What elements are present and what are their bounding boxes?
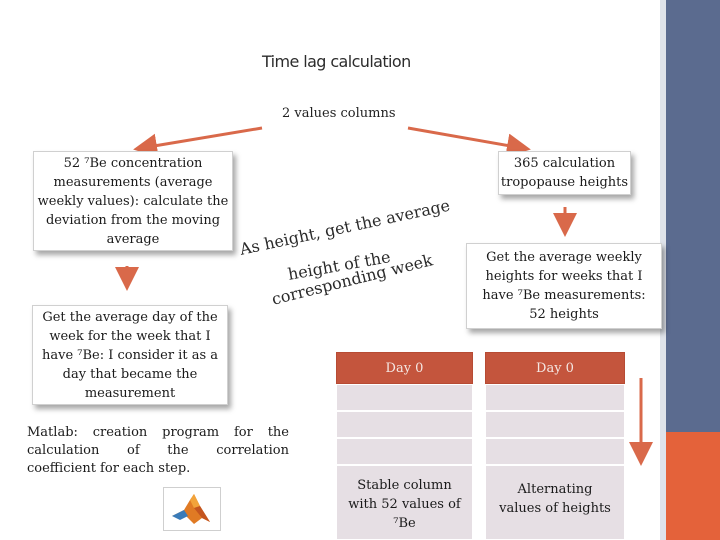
column-left-caption: Stable column with 52 values of ⁷Be	[336, 476, 473, 533]
box-text-line: tropopause heights	[500, 175, 629, 190]
box-text-line: measurements (average	[53, 174, 213, 190]
box-text-line: have ⁷Be measurements:	[482, 288, 646, 303]
caption-line: Alternating	[517, 482, 593, 497]
side-bar-bottom	[666, 432, 720, 540]
box-text-line: week for the week that I	[49, 328, 211, 344]
curved-note: As height, get the average height of the…	[238, 196, 452, 310]
column-right-cell	[485, 411, 625, 438]
box-text-line: Get the average day of the	[42, 309, 218, 325]
column-left-cell	[336, 411, 473, 438]
column-left-cell	[336, 465, 473, 540]
side-bar-top	[666, 0, 720, 432]
be7-measurements-box: 52 ⁷Be concentration measurements (avera…	[33, 151, 233, 251]
box-text-line: average	[106, 231, 160, 247]
page-subtitle: 2 values columns	[282, 106, 396, 121]
note-line: coefficient for each step.	[27, 461, 191, 476]
column-right-caption: Alternating values of heights	[485, 480, 625, 518]
arrow-right-icon	[407, 126, 531, 158]
matlab-note: Matlab: creation program for the calcula…	[27, 424, 289, 478]
box-text-line: heights for weeks that I	[485, 269, 643, 284]
column-left-cell	[336, 438, 473, 465]
column-left-cell	[336, 384, 473, 411]
box-text-line: 52 ⁷Be concentration	[63, 155, 203, 171]
box-text-line: 365 calculation	[513, 156, 616, 171]
box-text-line: deviation from the moving	[45, 212, 221, 228]
caption-line: with 52 values of	[348, 497, 461, 512]
note-line: Matlab: creation program for the	[27, 425, 289, 440]
box-text-line: weekly values): calculate the	[37, 193, 229, 209]
arrow-left-icon	[133, 126, 263, 158]
page-title: Time lag calculation	[262, 52, 411, 71]
matlab-logo-icon	[163, 487, 221, 531]
side-bar-highlight	[660, 0, 666, 540]
column-right-header: Day 0	[485, 352, 625, 384]
note-line: calculation of the correlation	[27, 443, 289, 458]
column-left-header: Day 0	[336, 352, 473, 384]
caption-line: ⁷Be	[393, 516, 416, 531]
column-right-cell	[485, 384, 625, 411]
caption-line: Stable column	[357, 478, 452, 493]
average-day-box: Get the average day of the week for the …	[32, 305, 228, 405]
box-text-line: have ⁷Be: I consider it as a	[41, 347, 219, 363]
average-weekly-heights-box: Get the average weekly heights for weeks…	[466, 243, 662, 329]
box-text-line: Get the average weekly	[486, 250, 642, 265]
box-text-line: day that became the	[62, 366, 198, 382]
caption-line: values of heights	[499, 501, 611, 516]
box-text-line: measurement	[84, 385, 176, 401]
column-right-cell	[485, 438, 625, 465]
tropopause-box: 365 calculation tropopause heights	[498, 151, 631, 195]
box-text-line: 52 heights	[529, 307, 599, 322]
